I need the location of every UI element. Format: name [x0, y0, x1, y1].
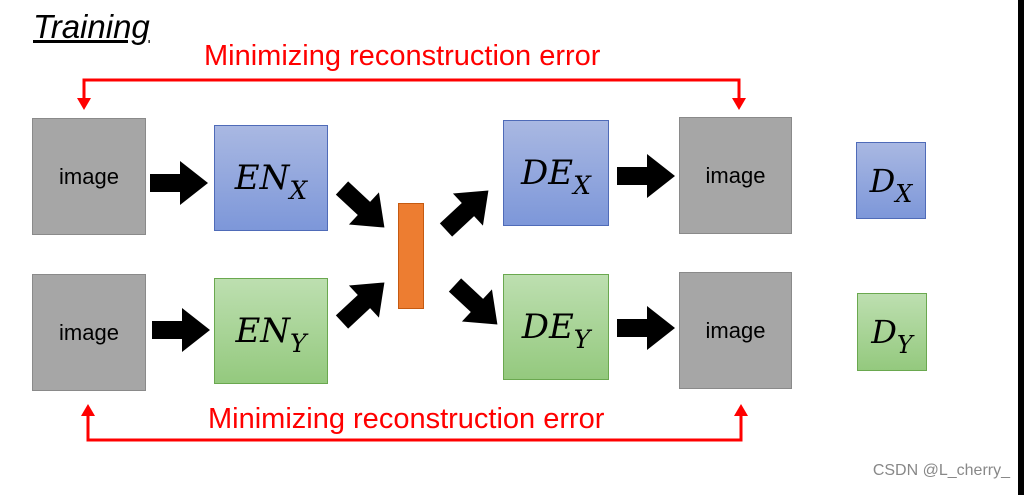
arrow-encoder-x-to-latent [326, 171, 400, 244]
encoder-x-label: ENX [234, 158, 307, 205]
encoder-y-label: ENY [235, 311, 306, 358]
discriminator-x-label: DX [869, 161, 913, 208]
top-error-arrowhead-right [732, 98, 746, 110]
discriminator-y-label: DY [871, 313, 913, 359]
encoder-y-main: EN [235, 311, 291, 351]
discriminator-x-sub: X [895, 179, 913, 208]
bottom-error-arrowhead-right [734, 404, 748, 416]
top-error-arrowhead-left [77, 98, 91, 110]
output-image-y: image [679, 272, 792, 389]
arrow-image-y-to-encoder-y [152, 308, 210, 352]
discriminator-x-main: D [869, 161, 896, 200]
input-image-y-label: image [59, 319, 119, 345]
arrow-encoder-y-to-latent [326, 266, 400, 339]
input-image-x: image [32, 118, 146, 235]
discriminator-y-sub: Y [896, 331, 913, 359]
decoder-x: DEX [503, 120, 609, 226]
decoder-y-label: DEY [521, 307, 591, 354]
encoder-x-main: EN [234, 158, 290, 198]
arrow-decoder-x-to-image [617, 154, 675, 198]
arrow-decoder-y-to-image [617, 306, 675, 350]
decoder-x-label: DEX [521, 153, 591, 200]
arrow-image-x-to-encoder-x [150, 161, 208, 205]
decoder-y-sub: Y [573, 325, 591, 354]
input-image-y: image [32, 274, 146, 391]
output-image-y-label: image [705, 317, 766, 343]
encoder-y: ENY [214, 278, 328, 384]
output-image-x-label: image [705, 162, 766, 188]
bottom-error-arrow [86, 412, 743, 442]
decoder-y: DEY [503, 274, 609, 380]
output-image-x: image [679, 117, 792, 234]
bottom-error-arrowhead-left [81, 404, 95, 416]
latent-code [398, 203, 424, 309]
decoder-x-main: DE [521, 153, 574, 193]
decoder-x-sub: X [573, 171, 591, 200]
top-error-arrow [82, 78, 741, 104]
arrow-latent-to-decoder-y [439, 268, 513, 341]
encoder-x-sub: X [289, 176, 308, 205]
discriminator-y-main: D [871, 313, 897, 351]
arrow-latent-to-decoder-x [430, 174, 504, 247]
watermark: CSDN @L_cherry_ [872, 462, 1010, 479]
encoder-y-sub: Y [290, 329, 307, 358]
encoder-x: ENX [214, 125, 328, 231]
discriminator-x: DX [856, 142, 926, 219]
title: Training [33, 8, 150, 45]
discriminator-y: DY [857, 293, 927, 371]
input-image-x-label: image [59, 163, 119, 189]
bottom-error-label: Minimizing reconstruction error [208, 403, 605, 435]
top-error-label: Minimizing reconstruction error [204, 40, 601, 72]
decoder-y-main: DE [521, 307, 574, 347]
